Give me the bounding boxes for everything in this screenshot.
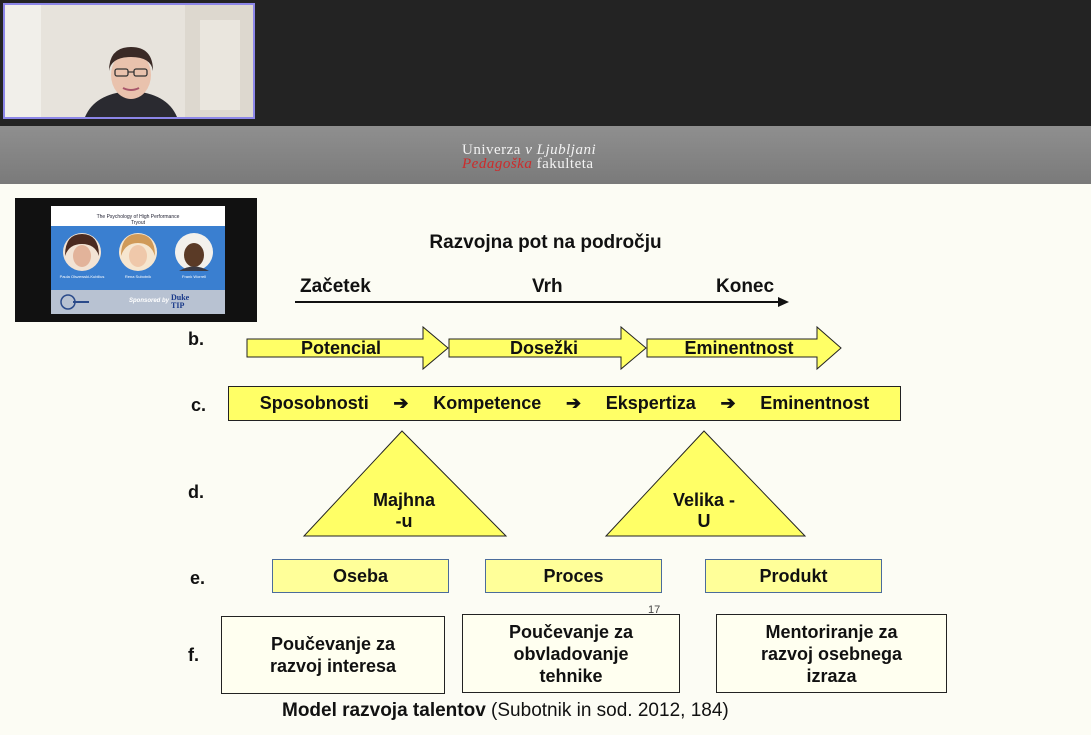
arrow-potencial: Potencial	[300, 338, 382, 358]
row-c-box: Sposobnosti ➔ Kompetence ➔ Ekspertiza ➔ …	[228, 386, 901, 421]
participant-video-tile[interactable]	[3, 3, 255, 119]
box-poucevanje-interes: Poučevanje za razvoj interesa	[221, 616, 445, 694]
f2-line2: obvladovanje	[513, 643, 629, 664]
arrow-icon: ➔	[565, 393, 582, 413]
triangle-velika: Velika - U	[644, 490, 764, 532]
f1-line2: razvoj interesa	[269, 656, 397, 676]
stage-ekspertiza: Ekspertiza	[605, 393, 696, 413]
sponsored-by-text: Sponsored by	[129, 298, 170, 304]
box-oseba: Oseba	[272, 559, 449, 593]
f2-line1: Poučevanje za	[508, 621, 634, 642]
f3-line1: Mentoriranje za	[765, 621, 898, 642]
arrow-icon: ➔	[393, 393, 409, 413]
university-name: Univerza v Ljubljani	[462, 143, 596, 158]
slide-title: Razvojna pot na področju	[429, 232, 662, 253]
row-b-arrows	[246, 325, 842, 371]
caption-citation: (Subotnik in sod. 2012, 184)	[485, 700, 729, 721]
speaker-name-1: Paula Olszewski-Kubilius	[59, 274, 105, 279]
timeline-arrow	[295, 297, 789, 307]
sponsor-logo: Duke TIP	[171, 293, 190, 310]
stage-sposobnosti: Sposobnosti	[259, 393, 369, 413]
stage-kompetence: Kompetence	[433, 393, 542, 413]
triangle-majhna-line1: Majhna	[372, 490, 435, 510]
speaker-name-3: Frank Worrell	[182, 274, 206, 279]
thumbnail-subtitle-text: Tryout	[131, 220, 145, 226]
timeline-peak: Vrh	[532, 276, 563, 297]
row-label-b: b.	[188, 329, 204, 349]
row-d-triangles	[302, 430, 807, 537]
speaker-photos	[63, 233, 213, 271]
arrow-icon: ➔	[720, 393, 736, 413]
timeline-end: Konec	[716, 276, 775, 297]
timeline-start: Začetek	[300, 276, 371, 297]
box-mentoriranje: Mentoriranje za razvoj osebnega izraza	[716, 614, 947, 693]
thumbnail-title: The Psychology of High Performance Tryou…	[51, 214, 225, 226]
triangle-velika-line1: Velika -	[672, 490, 736, 510]
caption-title: Model razvoja talentov	[282, 700, 486, 721]
slide-caption: Model razvoja talentov (Subotnik in sod.…	[282, 700, 729, 722]
f2-line3: tehnike	[539, 665, 603, 686]
univerza-text: Univerza	[462, 142, 521, 158]
f3-line3: izraza	[806, 665, 857, 686]
thumbnail-card: The Psychology of High Performance Tryou…	[51, 206, 225, 314]
triangle-majhna: Majhna -u	[344, 490, 464, 532]
v-ljubljani-text: v Ljubljani	[525, 142, 597, 158]
row-label-c: c.	[191, 395, 207, 415]
arrow-dosezki: Dosežki	[509, 338, 579, 358]
thumbnail-footer: Sponsored by Duke TIP	[51, 290, 225, 314]
box-poucevanje-tehnike: Poučevanje za obvladovanje tehnike	[462, 614, 680, 693]
participant-video	[5, 5, 253, 117]
speaker-name-2: Rena Subotnik	[124, 274, 152, 279]
box-proces: Proces	[485, 559, 662, 593]
row-label-f: f.	[188, 645, 199, 665]
arrow-eminentnost: Eminentnost	[684, 338, 794, 358]
pedagoska-text: Pedagoška	[462, 156, 533, 172]
logo-icon	[60, 294, 89, 310]
thumbnail-title-text: The Psychology of High Performance	[96, 214, 180, 220]
row-label-e: e.	[190, 568, 206, 588]
triangle-majhna-line2: -u	[395, 511, 413, 531]
stage-eminentnost: Eminentnost	[760, 393, 870, 413]
box-produkt: Produkt	[705, 559, 882, 593]
thumbnail-speakers-panel: Paula Olszewski-Kubilius Rena Subotnik F…	[51, 226, 225, 290]
page-number: 17	[648, 604, 661, 616]
fakulteta-text: fakulteta	[536, 156, 594, 172]
event-thumbnail[interactable]: The Psychology of High Performance Tryou…	[15, 198, 257, 322]
triangle-velika-line2: U	[697, 511, 711, 531]
f1-line1: Poučevanje za	[270, 634, 396, 654]
faculty-name: Pedagoška fakulteta	[462, 157, 594, 172]
row-label-d: d.	[188, 482, 204, 502]
f3-line2: razvoj osebnega	[760, 643, 903, 664]
university-header	[0, 126, 1091, 184]
